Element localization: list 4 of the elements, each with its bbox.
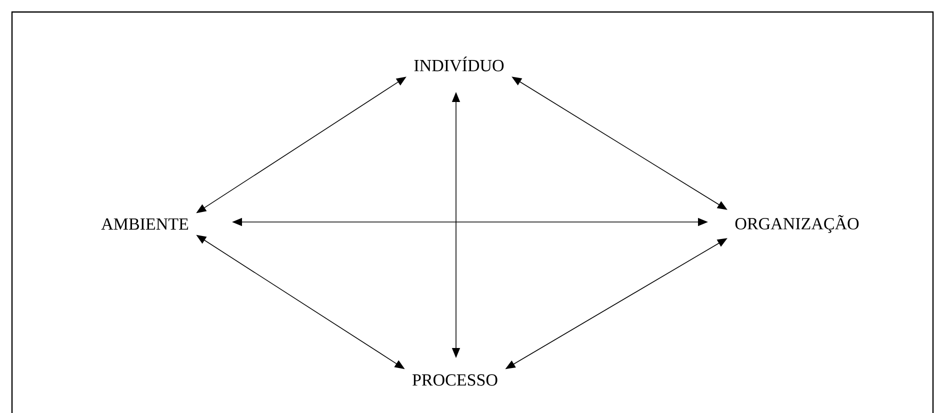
node-label: ORGANIZAÇÃO [735,215,859,233]
node-label: INDIVÍDUO [414,56,504,72]
node-label: AMBIENTE [101,218,188,230]
node-label: PROCESSO [412,374,498,386]
